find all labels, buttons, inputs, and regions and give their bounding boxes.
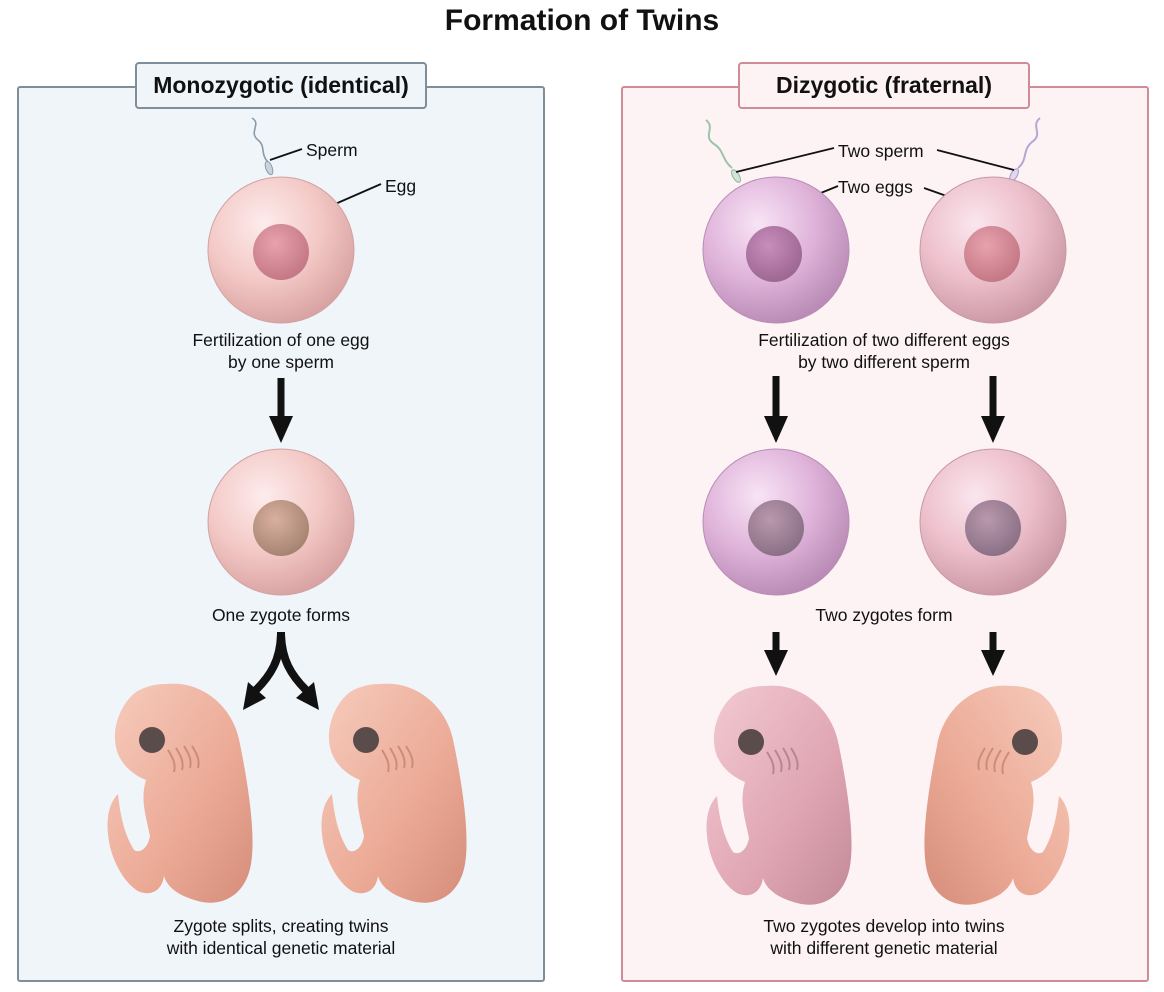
dizygotic-heading: Dizygotic (fraternal) — [738, 62, 1030, 109]
caption-line: Zygote splits, creating twins — [173, 916, 389, 936]
caption-line: Fertilization of two different eggs — [758, 330, 1010, 350]
zygote-nucleus — [748, 500, 804, 556]
sperm-tail — [1017, 117, 1041, 169]
egg-nucleus — [964, 226, 1020, 282]
caption-line: by two different sperm — [798, 352, 970, 372]
sperm-tail — [705, 119, 733, 169]
embryo — [321, 683, 467, 903]
embryo — [107, 683, 253, 903]
split-arrow-left — [253, 631, 285, 693]
egg-nucleus — [253, 224, 309, 280]
arrow-head — [981, 416, 1005, 443]
di-step2-caption: Two zygotes form — [815, 605, 953, 625]
monozygotic-heading: Monozygotic (identical) — [135, 62, 427, 109]
sperm-label: Sperm — [306, 140, 358, 160]
di-step3-caption: Two zygotes develop into twins with diff… — [714, 915, 1054, 959]
caption-line: with identical genetic material — [166, 938, 396, 958]
mono-step3-caption: Zygote splits, creating twins with ident… — [111, 915, 451, 959]
figure-title: Formation of Twins — [444, 4, 720, 37]
arrow-head — [764, 416, 788, 443]
arrow-head — [981, 650, 1005, 676]
arrow-head — [269, 416, 293, 443]
sperm-head — [731, 169, 741, 183]
split-arrowhead-right — [296, 682, 319, 710]
sperm-tail — [251, 117, 269, 163]
split-arrow-right — [277, 631, 309, 693]
sperm-leader — [269, 148, 303, 161]
sperm-head — [264, 160, 274, 176]
zygote-nucleus — [253, 500, 309, 556]
arrow-head — [764, 650, 788, 676]
embryo — [924, 685, 1070, 905]
split-arrowhead-left — [243, 682, 266, 710]
mono-step1-caption: Fertilization of one egg by one sperm — [131, 329, 431, 373]
mono-step2-caption: One zygote forms — [211, 605, 351, 625]
di-step1-caption: Fertilization of two different eggs by t… — [704, 329, 1064, 373]
caption-line: with different genetic material — [770, 938, 998, 958]
caption-line: Two zygotes develop into twins — [763, 916, 1005, 936]
zygote-nucleus — [965, 500, 1021, 556]
egg-label: Egg — [385, 176, 417, 196]
sperm-leader — [735, 147, 835, 173]
embryo — [706, 685, 852, 905]
two-eggs-label: Two eggs — [838, 177, 913, 197]
caption-line: by one sperm — [227, 352, 335, 372]
two-sperm-label: Two sperm — [838, 141, 924, 161]
caption-line: Fertilization of one egg — [192, 330, 370, 350]
egg-nucleus — [746, 226, 802, 282]
sperm-leader — [936, 149, 1015, 171]
